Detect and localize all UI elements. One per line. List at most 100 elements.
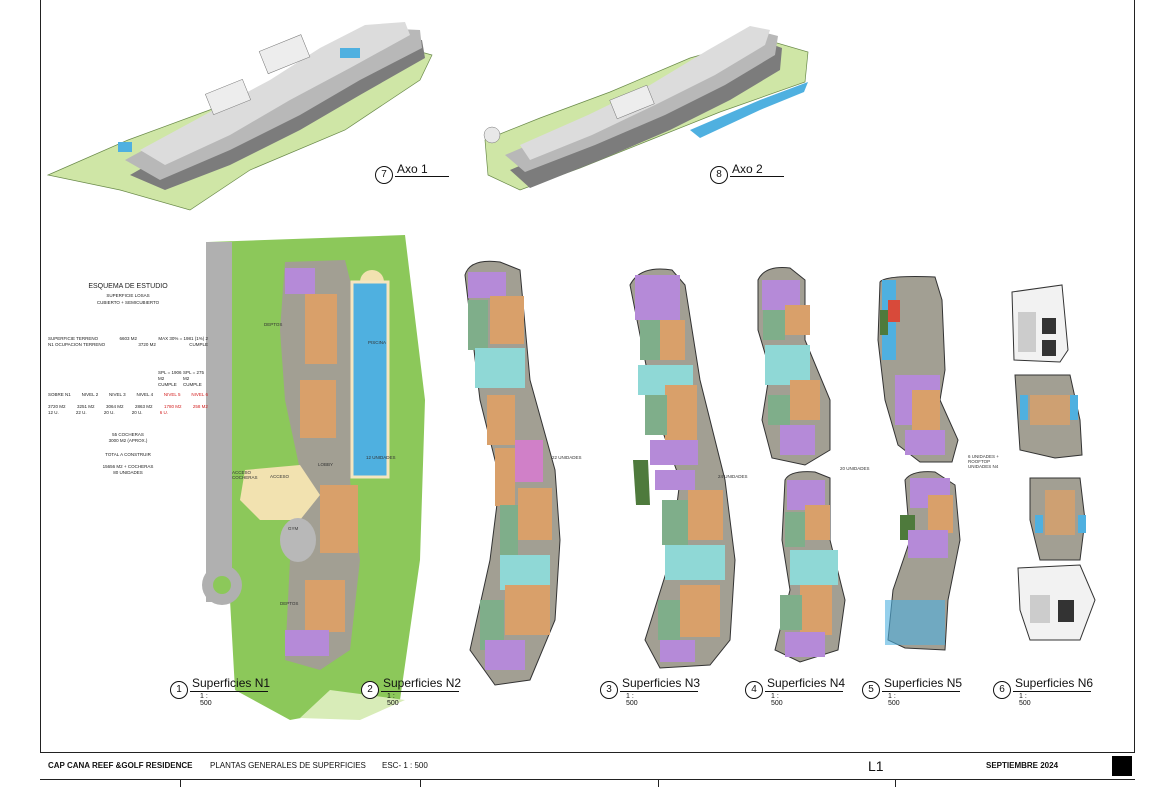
plan-n5-drawing bbox=[877, 276, 961, 651]
sheet-number: L1 bbox=[868, 758, 884, 774]
area-5: 258 M2 bbox=[192, 403, 208, 409]
area-1: 3251 M2 bbox=[76, 403, 95, 409]
area-4: 1780 M2 bbox=[163, 403, 182, 409]
view-number: 3 bbox=[600, 681, 618, 699]
occupation-value: 3720 M2 bbox=[138, 341, 156, 347]
occupation-label: N1 OCUPACION TERRENO bbox=[48, 341, 106, 347]
label-acceso: ACCESO bbox=[270, 474, 290, 479]
note-n5: SPL = 1906 M2 CUMPLE bbox=[158, 369, 182, 387]
sheet-title: PLANTAS GENERALES DE SUPERFICIES bbox=[210, 761, 366, 770]
view-title: Superficies N6 bbox=[1015, 676, 1094, 690]
label-units-n3: 24 UNIDADES bbox=[718, 474, 748, 479]
site-label: SUPERFICIE TERRENO bbox=[48, 335, 99, 341]
view-number: 7 bbox=[375, 166, 393, 184]
label-deptos-bottom: DEPTOS bbox=[280, 601, 299, 606]
view-number: 4 bbox=[745, 681, 763, 699]
level-4: NIVEL 5 bbox=[163, 391, 181, 397]
view-title: Axo 2 bbox=[732, 162, 763, 176]
view-underline bbox=[620, 691, 698, 692]
view-title: Superficies N4 bbox=[767, 676, 846, 690]
view-number: 2 bbox=[361, 681, 379, 699]
view-title: Superficies N3 bbox=[622, 676, 701, 690]
parking-count: 55 COCHERAS bbox=[112, 432, 144, 438]
sheet-border-right bbox=[1134, 0, 1135, 760]
legend-title: ESQUEMA DE ESTUDIO bbox=[88, 283, 168, 290]
label-lobby: LOBBY bbox=[318, 462, 334, 467]
view-underline bbox=[730, 176, 784, 177]
view-title: Axo 1 bbox=[397, 162, 428, 176]
area-0: 3720 M2 bbox=[48, 403, 66, 409]
occupation-note: CUMPLE bbox=[189, 341, 208, 347]
legend-subtitle-2: CUBIERTO + SEMICUBIERTO bbox=[96, 299, 160, 305]
label-units-n4: 20 UNIDADES bbox=[840, 466, 870, 471]
sheet-scale: ESC- 1 : 500 bbox=[382, 761, 428, 770]
legend-notes-row: SPL = 1906 M2 CUMPLE SPL = 275 M2 CUMPLE bbox=[48, 370, 208, 388]
view-title: Superficies N1 bbox=[192, 676, 271, 690]
view-underline bbox=[765, 691, 843, 692]
legend-site-row: SUPERFICIE TERRENO 6603 M2 MAX 30% = 198… bbox=[48, 336, 208, 342]
label-acceso-cocheras: ACCESO COCHERAS bbox=[232, 470, 258, 480]
view-underline bbox=[395, 176, 449, 177]
view-title: Superficies N2 bbox=[383, 676, 462, 690]
axo-2-drawing bbox=[483, 26, 809, 191]
legend-subtitle-1: SUPERFICIE LOSAS bbox=[106, 293, 150, 299]
title-block-divider bbox=[180, 779, 181, 787]
level-0: SOBRE N1 bbox=[48, 391, 71, 397]
legend-units-row: 12 U. 22 U. 20 U. 20 U. 6 U. bbox=[48, 410, 168, 416]
plan-n6-drawing bbox=[1011, 284, 1096, 641]
level-3: NIVEL 4 bbox=[136, 391, 154, 397]
view-scale: 1 : 500 bbox=[888, 693, 900, 707]
legend-occupation-row: N1 OCUPACION TERRENO 3720 M2 CUMPLE bbox=[48, 342, 208, 348]
site-note: MAX 30% = 1981 (1%) 2 bbox=[158, 335, 208, 341]
label-units-n2: 22 UNIDADES bbox=[552, 455, 582, 460]
view-underline bbox=[190, 691, 268, 692]
view-title: Superficies N5 bbox=[884, 676, 963, 690]
title-block-divider bbox=[420, 779, 421, 787]
area-3: 2863 M2 bbox=[134, 403, 153, 409]
level-1: NIVEL 2 bbox=[81, 391, 99, 397]
plan-n3-drawing bbox=[629, 268, 736, 669]
view-number: 8 bbox=[710, 166, 728, 184]
unit-0: 12 U. bbox=[48, 410, 59, 415]
legend-levels-row: SOBRE N1 NIVEL 2 NIVEL 3 NIVEL 4 NIVEL 5… bbox=[48, 392, 208, 398]
unit-4: 6 U. bbox=[159, 410, 168, 415]
axo-1-drawing bbox=[46, 22, 433, 211]
title-block-divider bbox=[658, 779, 659, 787]
label-deptos-top: DEPTOS bbox=[264, 322, 283, 327]
sheet-border-left bbox=[40, 0, 41, 760]
title-block-mark bbox=[1112, 756, 1132, 776]
view-number: 6 bbox=[993, 681, 1011, 699]
view-underline bbox=[882, 691, 960, 692]
title-block-divider bbox=[895, 779, 896, 787]
area-2: 3064 M2 bbox=[105, 403, 124, 409]
project-name: CAP CANA REEF &GOLF RESIDENCE bbox=[48, 761, 193, 770]
total-value: 15656 M2 + COCHERAS bbox=[102, 464, 154, 470]
plan-n4-drawing bbox=[757, 267, 846, 663]
plan-n1-drawing bbox=[202, 235, 425, 720]
parking-area: 3000 M2 (APROX.) bbox=[108, 438, 148, 444]
label-units-n5: 6 UNIDADES + ROOFTOP UNIDADES N4 bbox=[968, 454, 999, 469]
label-piscina: PISCINA bbox=[368, 340, 387, 345]
unit-2: 20 U. bbox=[103, 410, 115, 415]
title-block: CAP CANA REEF &GOLF RESIDENCE PLANTAS GE… bbox=[40, 752, 1135, 787]
view-scale: 1 : 500 bbox=[200, 693, 212, 707]
unit-1: 22 U. bbox=[75, 410, 87, 415]
total-label: TOTAL A CONSTRUIR bbox=[105, 452, 151, 458]
total-units: 80 UNIDADES bbox=[113, 470, 143, 476]
label-units-n1: 12 UNIDADES bbox=[366, 455, 396, 460]
view-scale: 1 : 500 bbox=[387, 693, 399, 707]
view-scale: 1 : 500 bbox=[1019, 693, 1031, 707]
view-scale: 1 : 500 bbox=[626, 693, 638, 707]
unit-3: 20 U. bbox=[131, 410, 143, 415]
level-2: NIVEL 3 bbox=[109, 391, 126, 397]
sheet-date: SEPTIEMBRE 2024 bbox=[986, 761, 1059, 770]
level-5: NIVEL 6 bbox=[191, 391, 208, 397]
study-legend: ESQUEMA DE ESTUDIO SUPERFICIE LOSAS CUBI… bbox=[48, 282, 208, 476]
legend-areas-row: 3720 M2 3251 M2 3064 M2 2863 M2 1780 M2 … bbox=[48, 404, 208, 410]
view-scale: 1 : 500 bbox=[771, 693, 783, 707]
plan-n2-drawing bbox=[464, 260, 561, 686]
note-n6: SPL = 275 M2 CUMPLE bbox=[183, 369, 204, 387]
view-underline bbox=[1013, 691, 1091, 692]
